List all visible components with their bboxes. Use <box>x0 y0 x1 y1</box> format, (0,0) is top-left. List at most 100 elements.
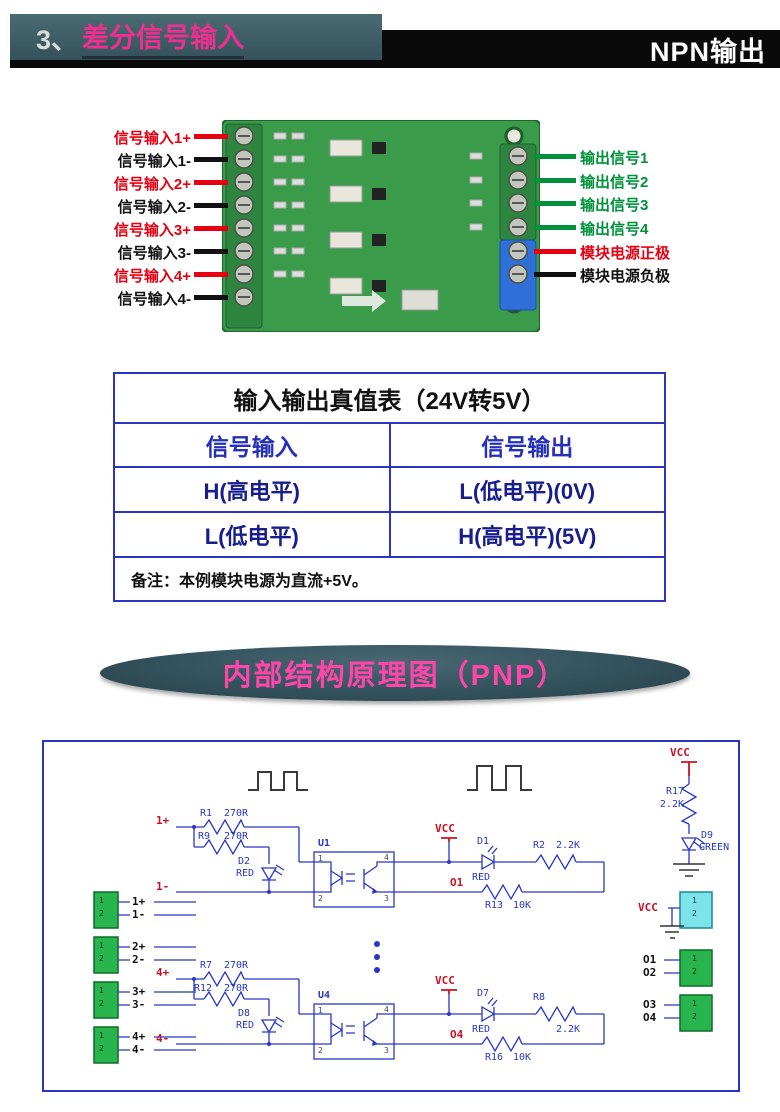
pin-number: 2 <box>692 909 697 918</box>
net-label: O1 <box>450 876 464 889</box>
input-label: 信号输入3+ <box>113 222 191 239</box>
port-label: 2- <box>132 953 146 966</box>
schematic-banner: 内部结构原理图（PNP） <box>100 645 690 701</box>
truth-table-cell: H(高电平) <box>113 466 391 513</box>
pin-number: 2 <box>99 954 104 963</box>
led-color-label: GREEN <box>699 842 730 853</box>
schematic-box: VCC R17 2.2K D9 GREEN 1+ 1- R1 270R R9 2… <box>42 740 740 1092</box>
input-wire <box>194 180 228 185</box>
output-port-label: O3 <box>643 998 657 1011</box>
input-wire <box>194 134 228 139</box>
resistor-value: 10K <box>513 1052 532 1063</box>
input-label: 信号输入1+ <box>113 130 191 147</box>
circuit-linework <box>93 761 713 1064</box>
resistor-ref: R2 <box>533 840 546 851</box>
port-label: 1- <box>132 908 146 921</box>
pin-number: 1 <box>99 1031 104 1040</box>
resistor-ref: R7 <box>200 960 213 971</box>
input-wire <box>194 249 228 254</box>
net-label: 4+ <box>156 966 170 979</box>
input-label: 信号输入2- <box>117 199 191 216</box>
truth-table-header-input: 信号输入 <box>113 422 391 468</box>
input-wire <box>194 295 228 300</box>
resistor-ref: R12 <box>194 983 213 994</box>
led-color-label: RED <box>472 872 491 883</box>
port-label: 1+ <box>132 895 146 908</box>
pin-number: 2 <box>692 967 697 976</box>
opto-pin-number: 1 <box>318 1006 323 1015</box>
pin-number: 1 <box>692 999 697 1008</box>
net-label: O4 <box>450 1028 464 1041</box>
pin-number: 2 <box>99 999 104 1008</box>
section-header: 3、 差分信号输入 <box>10 14 382 60</box>
resistor-ref: R1 <box>200 808 213 819</box>
resistor-value: 270R <box>224 831 249 842</box>
input-wire <box>194 203 228 208</box>
opto-pin-number: 4 <box>384 1005 389 1014</box>
resistor-value: 2.2K <box>556 840 581 851</box>
output-wire <box>534 225 576 230</box>
led-color-label: RED <box>236 1020 255 1031</box>
truth-table-title: 输入输出真值表（24V转5V） <box>113 372 666 424</box>
vcc-net-label: VCC <box>670 746 690 759</box>
vcc-net-label: VCC <box>435 974 455 987</box>
resistor-value: 270R <box>224 808 249 819</box>
output-label: 输出信号3 <box>580 197 649 214</box>
net-label: 4- <box>156 1032 170 1045</box>
opto-pin-number: 3 <box>384 894 389 903</box>
led-ref: D7 <box>477 988 490 999</box>
resistor-value: 2.2K <box>556 1024 581 1035</box>
input-label: 信号输入1- <box>117 153 191 170</box>
input-label: 信号输入3- <box>117 245 191 262</box>
truth-table-cell: L(低电平) <box>113 511 391 558</box>
port-label: 2+ <box>132 940 146 953</box>
input-label: 信号输入2+ <box>113 176 191 193</box>
resistor-value: 10K <box>513 900 532 911</box>
output-wire <box>534 154 576 159</box>
truth-table: 输入输出真值表（24V转5V） 信号输入 信号输出 H(高电平) L(低电平)(… <box>113 372 666 602</box>
truth-table-cell: H(高电平)(5V) <box>388 511 666 558</box>
output-port-label: O4 <box>643 1011 657 1024</box>
pin-number: 1 <box>692 954 697 963</box>
pcb-board-graphic <box>222 120 540 332</box>
output-port-label: O1 <box>643 953 657 966</box>
output-label: 输出信号2 <box>580 174 649 191</box>
port-label: 4- <box>132 1043 146 1056</box>
pin-number: 1 <box>99 896 104 905</box>
output-label: 输出信号4 <box>580 221 649 238</box>
section-number: 3、 <box>36 24 79 55</box>
pin-number: 1 <box>99 941 104 950</box>
pin-number: 2 <box>692 1012 697 1021</box>
vcc-net-label: VCC <box>435 822 455 835</box>
led-ref: D1 <box>477 836 490 847</box>
power-positive-label: 模块电源正极 <box>580 245 671 262</box>
pin-number: 1 <box>692 896 697 905</box>
truth-table-cell: L(低电平)(0V) <box>388 466 666 513</box>
section-title: 差分信号输入 <box>82 16 245 59</box>
resistor-ref: R9 <box>198 831 211 842</box>
port-label: 3+ <box>132 985 146 998</box>
input-label: 信号输入4+ <box>113 268 191 285</box>
resistor-ref: R8 <box>533 992 546 1003</box>
output-wire <box>534 178 576 183</box>
opto-pin-number: 2 <box>318 1046 323 1055</box>
led-color-label: RED <box>472 1024 491 1035</box>
net-label: 1+ <box>156 814 170 827</box>
resistor-ref: R17 <box>665 786 684 797</box>
resistor-value: 2.2K <box>659 799 684 810</box>
pin-number: 2 <box>99 1044 104 1053</box>
truth-table-note: 备注：本例模块电源为直流+5V。 <box>113 556 666 602</box>
output-wire <box>534 201 576 206</box>
led-ref: D9 <box>701 830 714 841</box>
resistor-value: 270R <box>224 983 249 994</box>
pin-number: 1 <box>99 986 104 995</box>
input-wire <box>194 157 228 162</box>
resistor-ref: R16 <box>485 1052 504 1063</box>
input-label: 信号输入4- <box>117 291 191 308</box>
led-ref: D2 <box>238 856 251 867</box>
output-port-label: O2 <box>643 966 657 979</box>
input-wire <box>194 226 228 231</box>
resistor-ref: R13 <box>485 900 504 911</box>
port-label: 3- <box>132 998 146 1011</box>
